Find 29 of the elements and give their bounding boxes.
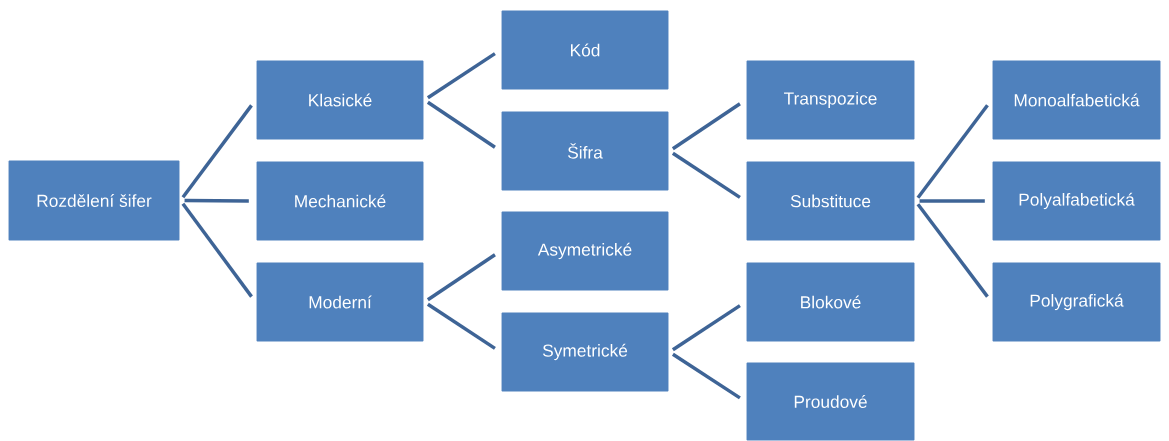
connector-line (916, 203, 989, 298)
connector-line (426, 253, 496, 302)
process-box: Transpozice (745, 59, 916, 141)
process-box: Polyalfabetická (991, 160, 1162, 242)
process-box: Polygrafická (991, 261, 1162, 343)
connector-line (426, 302, 496, 350)
process-box: Substituce (745, 160, 916, 242)
connector-line (426, 52, 496, 100)
connector-line (671, 102, 741, 151)
process-box: Asymetrické (500, 210, 670, 292)
process-box: Kód (500, 9, 670, 91)
connector-line (671, 151, 741, 199)
process-box: Rozdělení šifer (7, 159, 181, 242)
connector-line (184, 198, 249, 203)
process-box: Blokové (745, 261, 916, 343)
process-box: Klasické (255, 59, 425, 141)
connector-line (181, 104, 253, 199)
process-box: Symetrické (500, 311, 670, 393)
process-box: Moderní (255, 261, 425, 343)
connector-line (426, 100, 496, 149)
connector-line (919, 199, 985, 203)
process-box: Proudové (745, 361, 916, 441)
connector-line (671, 352, 741, 400)
process-box: Monoalfabetická (991, 59, 1162, 141)
process-box: Šifra (500, 110, 670, 192)
connector-line (671, 304, 741, 352)
connector-line (181, 202, 253, 298)
connector-line (916, 104, 989, 199)
process-box: Mechanické (255, 160, 425, 242)
